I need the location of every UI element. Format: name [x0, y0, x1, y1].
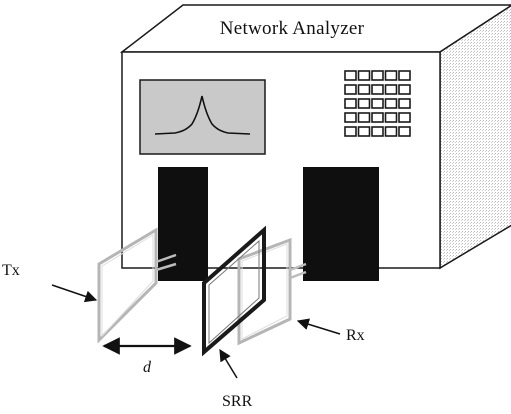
srr-pointer-arrow [219, 348, 238, 379]
keypad-key [398, 84, 411, 95]
keypad-key [384, 70, 398, 81]
keypad-key [357, 70, 371, 81]
keypad-key [357, 98, 371, 109]
tx-pointer-arrow [51, 284, 98, 303]
keypad-key [344, 84, 357, 95]
tx-coil [97, 227, 177, 344]
keypad-key [357, 112, 371, 123]
keypad-key [371, 126, 384, 137]
rx-stand [303, 167, 379, 281]
keypad-key [357, 84, 371, 95]
keypad-key [398, 112, 411, 123]
keypad-key [344, 70, 357, 81]
distance-label: d [143, 359, 152, 376]
analyzer-display [139, 79, 266, 155]
keypad-key [398, 126, 411, 137]
keypad-key [344, 98, 357, 109]
keypad-key [371, 98, 384, 109]
srr-label: SRR [222, 393, 253, 410]
keypad-key [384, 112, 398, 123]
keypad-key [344, 112, 357, 123]
rx-pointer-arrow [296, 318, 341, 335]
keypad-key [398, 98, 411, 109]
analyzer-keypad [344, 70, 411, 137]
keypad-key [371, 70, 384, 81]
srr-ring [202, 225, 266, 357]
keypad-key [384, 98, 398, 109]
tx-label: Tx [2, 262, 20, 279]
keypad-key [371, 84, 384, 95]
resonance-trace [154, 95, 251, 135]
keypad-key [371, 112, 384, 123]
analyzer-title: Network Analyzer [220, 18, 365, 39]
keypad-key [384, 84, 398, 95]
keypad-key [398, 70, 411, 81]
keypad-key [357, 126, 371, 137]
keypad-key [344, 126, 357, 137]
keypad-key [384, 126, 398, 137]
analyzer-side-face [439, 4, 511, 270]
tx-stand [158, 167, 208, 281]
rx-label: Rx [346, 327, 365, 344]
